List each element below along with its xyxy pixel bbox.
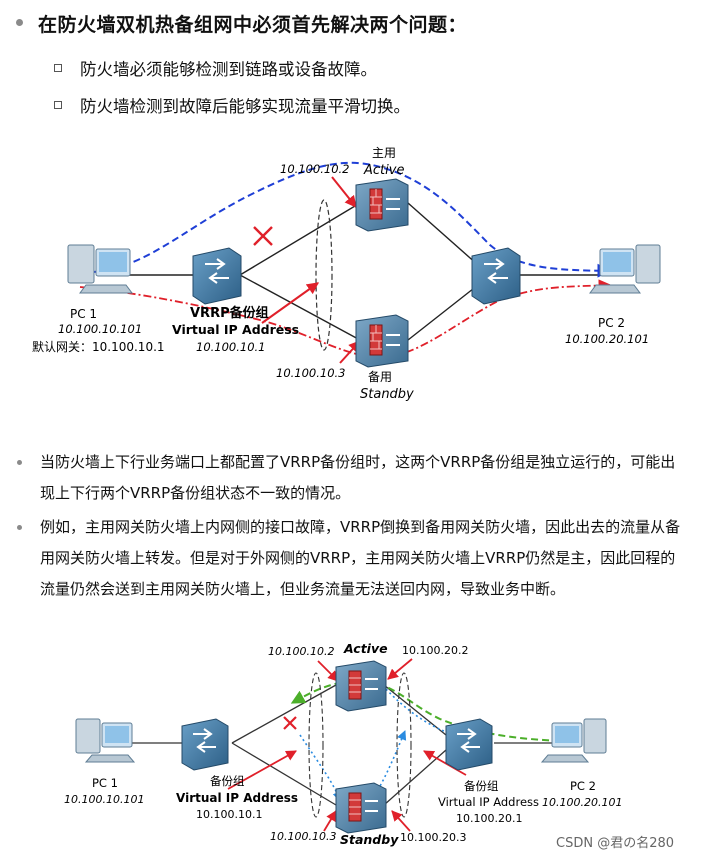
heartbeat-ellipse bbox=[308, 672, 324, 818]
paragraph-1: 当防火墙上下行业务端口上都配置了VRRP备份组时，这两个VRRP备份组是独立运行… bbox=[40, 453, 676, 502]
firewall-icon bbox=[335, 782, 387, 834]
active-ip-right: 10.100.20.2 bbox=[402, 644, 468, 657]
active-en-label: Active bbox=[363, 163, 404, 178]
left-group-vip-title: Virtual IP Address bbox=[176, 791, 298, 805]
diagram-1: 主用 Active 10.100.10.2 PC 1 10.100.10.101… bbox=[32, 146, 661, 402]
firewall-icon bbox=[335, 660, 387, 712]
switch-icon bbox=[445, 718, 493, 771]
diagram-2: 10.100.10.2 Active 10.100.20.2 PC 1 10.1… bbox=[64, 641, 622, 847]
right-group-label: 备份组 bbox=[464, 779, 499, 793]
blue-dotted-path bbox=[299, 734, 342, 802]
vrrp-label: VRRP备份组 bbox=[190, 305, 269, 321]
standby-cn-label: 备用 bbox=[368, 370, 392, 384]
pc2-name: PC 2 bbox=[570, 779, 596, 793]
pc2-name: PC 2 bbox=[598, 316, 625, 330]
link-failure-x bbox=[283, 716, 297, 730]
pc1-ip: 10.100.10.101 bbox=[58, 322, 142, 336]
pc-icon bbox=[589, 244, 661, 294]
annotation-arrows bbox=[227, 658, 467, 832]
blue-dotted-path bbox=[385, 688, 471, 740]
pc-icon bbox=[75, 718, 136, 763]
sub-item-bullet bbox=[54, 64, 62, 72]
link-failure-x bbox=[253, 226, 273, 246]
pc2-ip: 10.100.20.101 bbox=[542, 796, 622, 809]
active-cn-label: 主用 bbox=[372, 146, 396, 160]
network-links bbox=[108, 684, 556, 806]
pc-icon bbox=[540, 718, 607, 763]
standby-ip-right: 10.100.20.3 bbox=[400, 831, 466, 844]
firewall-icon bbox=[355, 314, 409, 368]
standby-en-label: Standby bbox=[360, 387, 414, 402]
paragraph-bullet-dot bbox=[17, 460, 22, 465]
switch-icon bbox=[181, 718, 229, 771]
vrrp-vip: 10.100.10.1 bbox=[196, 340, 266, 354]
pc1-name: PC 1 bbox=[92, 776, 118, 790]
green-traffic-path bbox=[290, 679, 561, 742]
heartbeat-ellipse bbox=[396, 672, 412, 818]
right-group-vip-title: Virtual IP Address bbox=[438, 795, 539, 809]
active-ip-label: 10.100.10.2 bbox=[280, 162, 350, 176]
active-en-label: Active bbox=[343, 641, 388, 656]
title-bullet-dot bbox=[16, 19, 23, 26]
blue-dotted-path bbox=[369, 730, 407, 804]
active-ip-left: 10.100.10.2 bbox=[268, 645, 334, 658]
vrrp-vip-title: Virtual IP Address bbox=[172, 322, 299, 337]
switch-icon bbox=[192, 247, 242, 305]
pc2-ip: 10.100.20.101 bbox=[565, 332, 649, 346]
pc1-ip: 10.100.10.101 bbox=[64, 793, 144, 806]
pc-icon bbox=[67, 244, 133, 294]
blue-traffic-path bbox=[79, 161, 612, 278]
paragraph-2: 例如，主用网关防火墙上内网侧的接口故障，VRRP倒换到备用网关防火墙，因此出去的… bbox=[40, 518, 681, 598]
standby-en-label: Standby bbox=[340, 832, 399, 847]
heartbeat-ellipse bbox=[315, 199, 333, 351]
pc1-gateway: 默认网关：10.100.10.1 bbox=[32, 339, 165, 354]
sub-item-2: 防火墙检测到故障后能够实现流量平滑切换。 bbox=[80, 97, 410, 116]
pc1-name: PC 1 bbox=[70, 307, 97, 321]
page-title: 在防火墙双机热备组网中必须首先解决两个问题： bbox=[38, 14, 468, 36]
network-links bbox=[100, 202, 600, 341]
paragraph-bullet-dot bbox=[17, 525, 22, 530]
standby-ip-left: 10.100.10.3 bbox=[270, 830, 336, 843]
right-group-vip: 10.100.20.1 bbox=[456, 812, 522, 825]
switch-icon bbox=[471, 247, 521, 305]
standby-ip-label: 10.100.10.3 bbox=[276, 366, 346, 380]
sub-item-bullet bbox=[54, 101, 62, 109]
watermark: CSDN @君の名280 bbox=[556, 836, 675, 851]
left-group-vip: 10.100.10.1 bbox=[196, 808, 262, 821]
sub-item-1: 防火墙必须能够检测到链路或设备故障。 bbox=[80, 60, 377, 79]
left-group-label: 备份组 bbox=[210, 774, 245, 788]
firewall-icon bbox=[355, 178, 409, 232]
